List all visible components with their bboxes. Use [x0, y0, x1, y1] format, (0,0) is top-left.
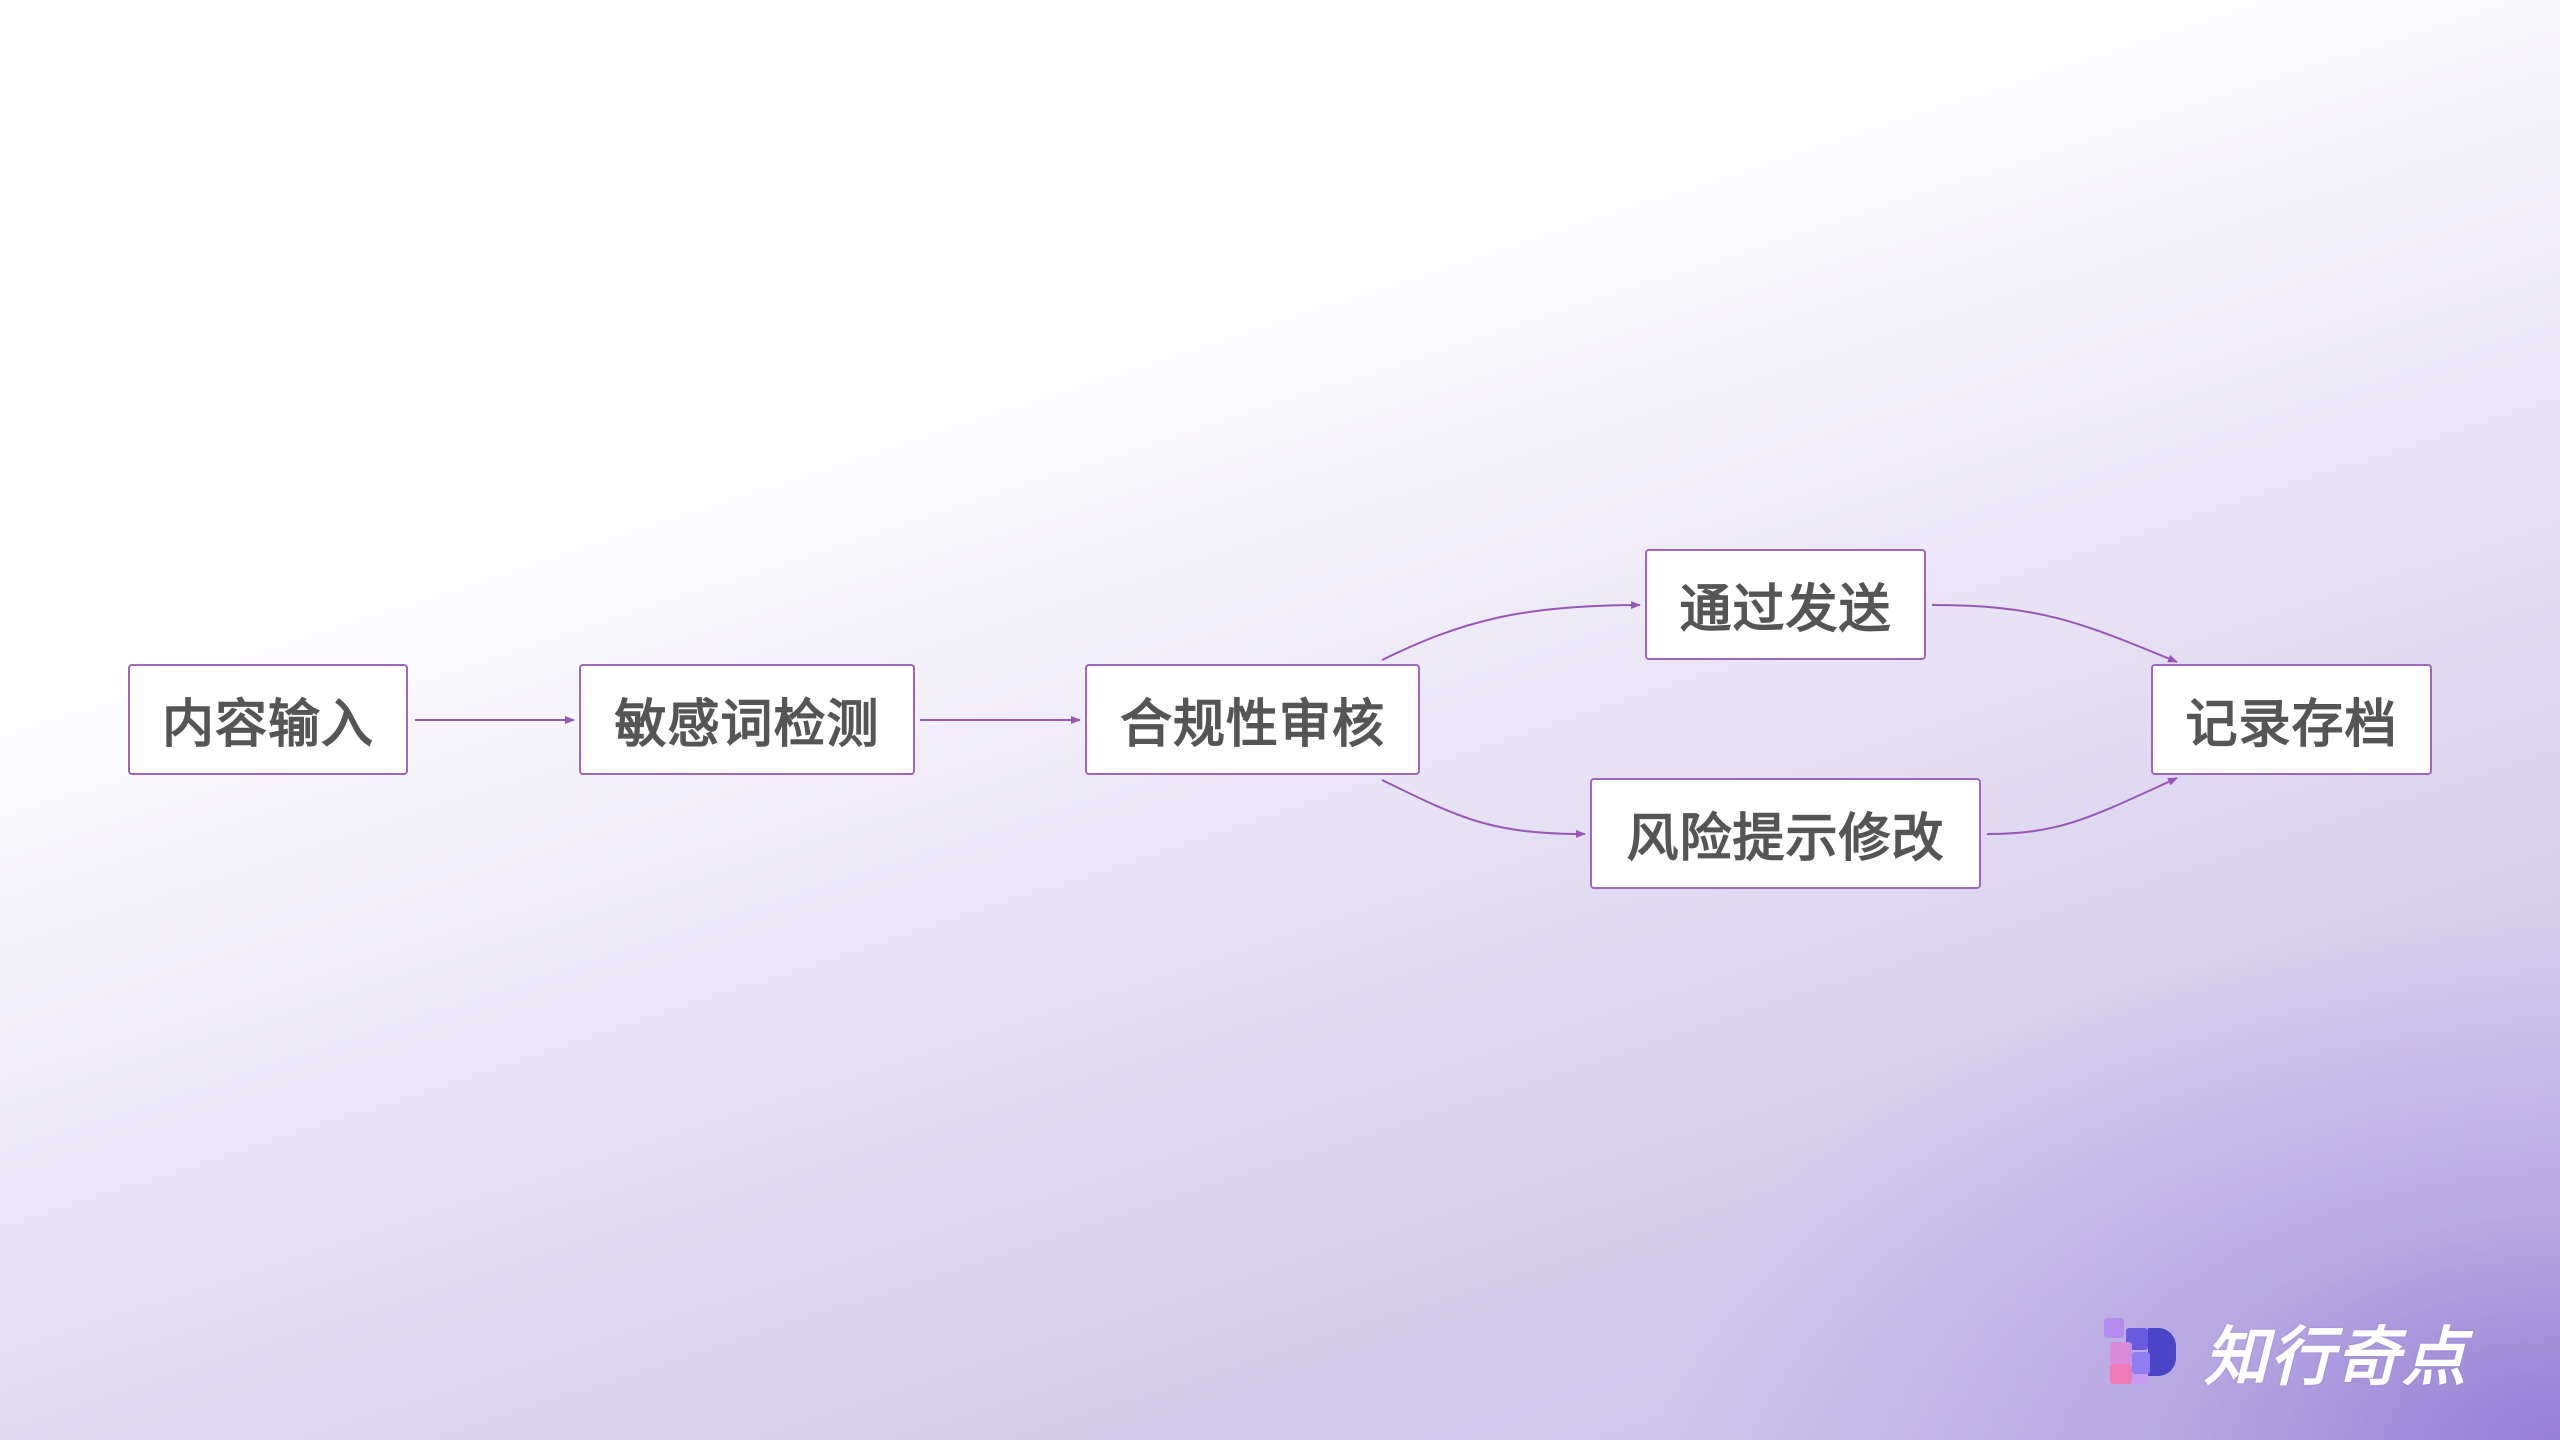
- brand-logo: 知行奇点: [2100, 1312, 2468, 1395]
- node-record-archive: 记录存档: [2151, 664, 2432, 775]
- node-sensitive-word-detection: 敏感词检测: [579, 664, 915, 775]
- node-compliance-review: 合规性审核: [1085, 664, 1420, 775]
- node-content-input: 内容输入: [128, 664, 408, 775]
- edge-risk-to-archive: [1986, 777, 2178, 835]
- node-label: 通过发送: [1679, 580, 1892, 640]
- node-label: 风险提示修改: [1626, 809, 1945, 869]
- node-label: 合规性审核: [1119, 695, 1385, 755]
- edge-review-to-pass: [1381, 601, 1641, 661]
- node-pass-send: 通过发送: [1645, 549, 1926, 660]
- node-label: 内容输入: [161, 695, 374, 755]
- edge-pass-to-archive: [1931, 604, 2178, 663]
- node-risk-warning-edit: 风险提示修改: [1590, 778, 1981, 889]
- brand-name: 知行奇点: [2204, 1321, 2468, 1395]
- node-label: 记录存档: [2185, 695, 2398, 755]
- node-label: 敏感词检测: [614, 695, 880, 755]
- edge-review-to-risk: [1381, 779, 1586, 838]
- brand-logo-icon: [2100, 1314, 2176, 1390]
